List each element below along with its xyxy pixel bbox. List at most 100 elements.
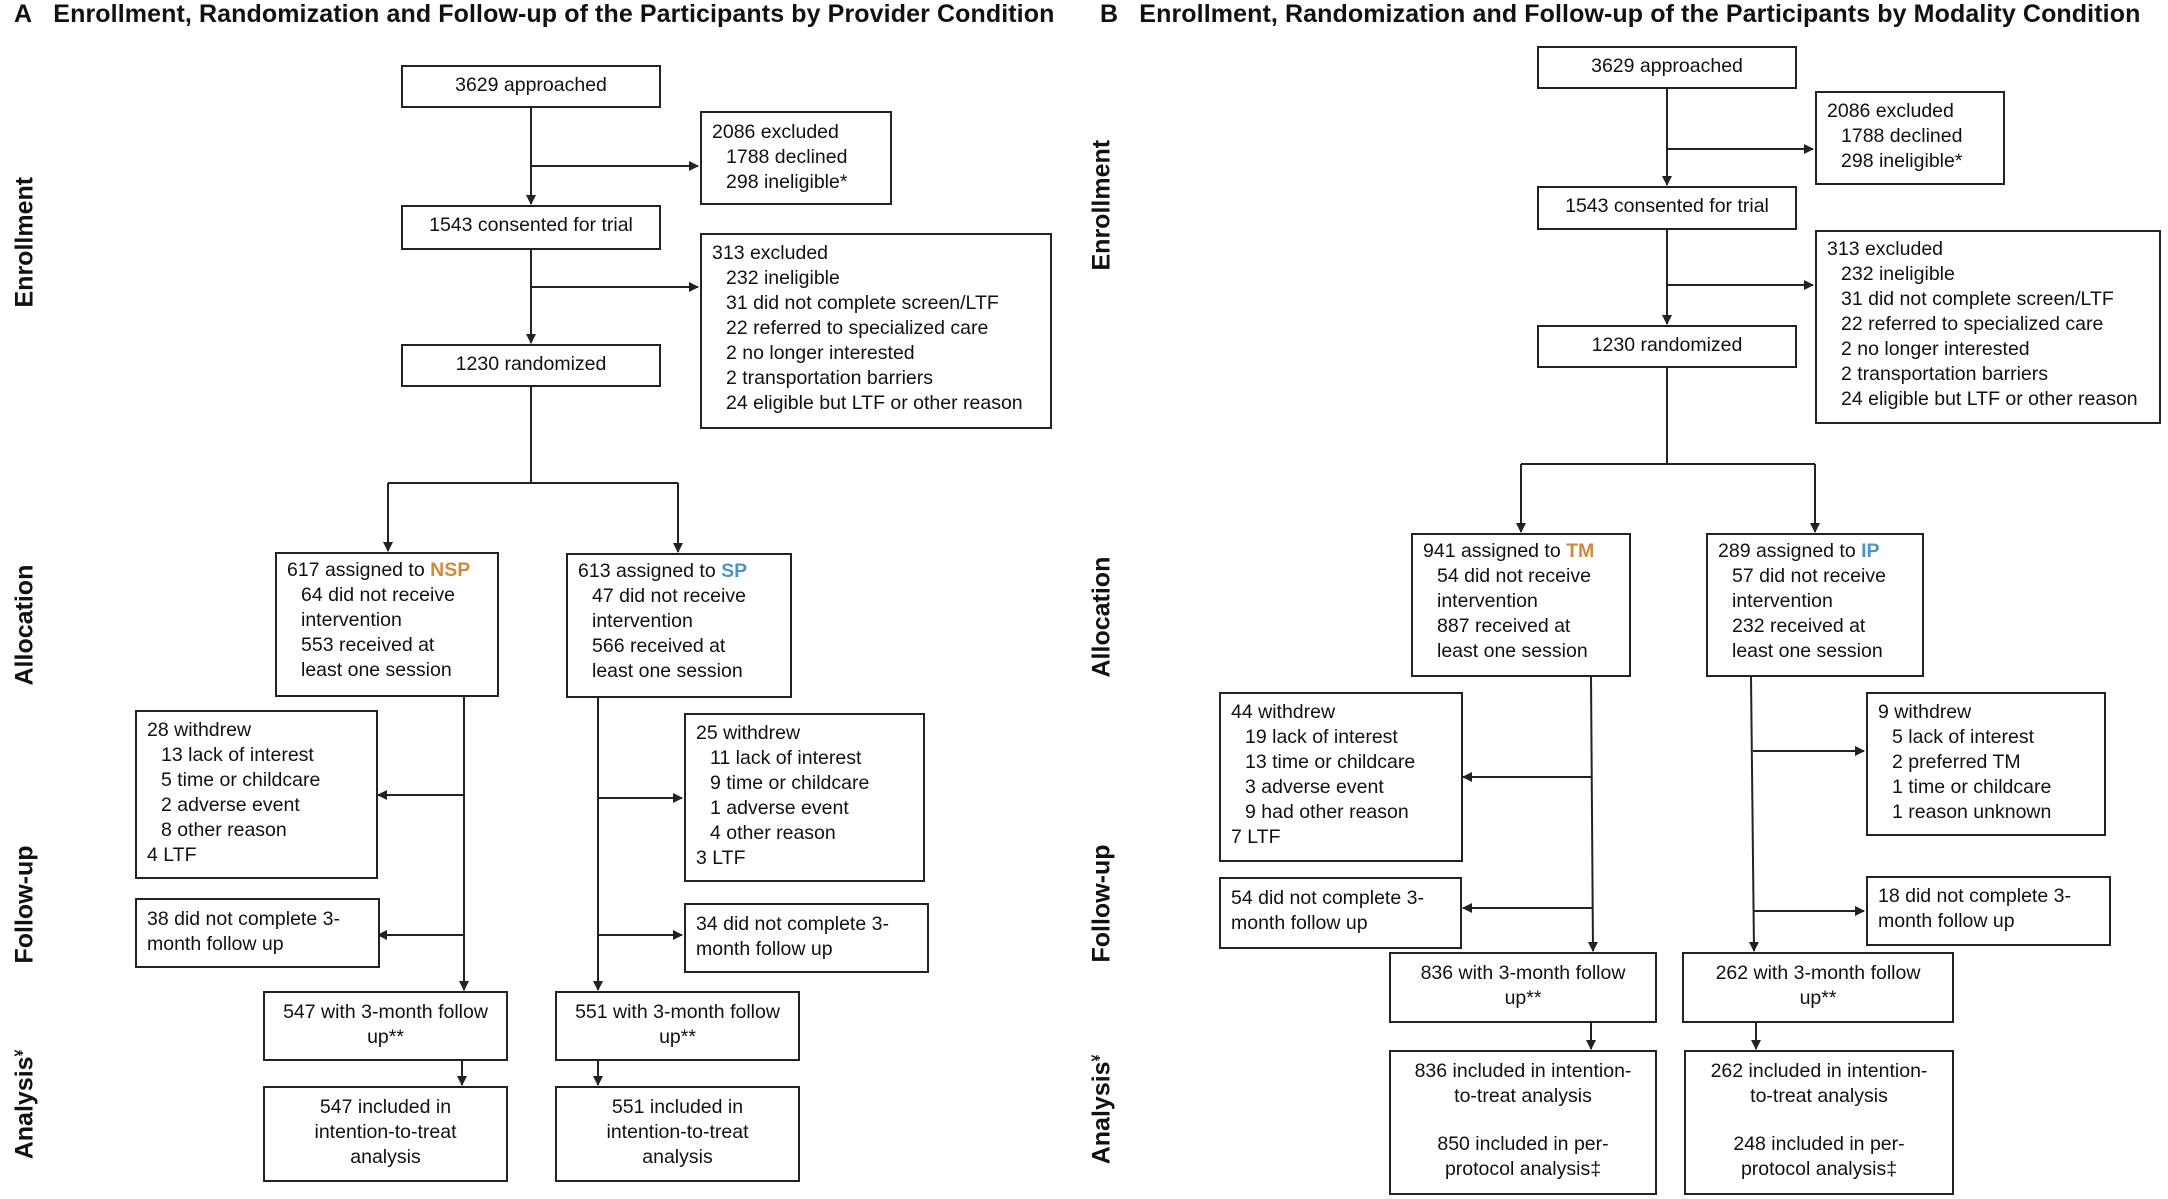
a-followup2-box: 551 with 3-month follow up** [555, 991, 800, 1061]
b-approached-box: 3629 approached [1537, 46, 1797, 89]
b-analysis1-line: 836 included in intention- [1414, 1060, 1632, 1082]
panel-a-heading: A Enrollment, Randomization and Follow-u… [14, 0, 1054, 29]
a-followup2-line: up** [659, 1026, 696, 1048]
b-analysis2-line: 248 included in per- [1733, 1133, 1905, 1155]
a-withdrew2-line: 1 adverse event [710, 797, 849, 819]
b-excluded2-line: 2 no longer interested [1841, 338, 2030, 360]
b-excluded1-box: 2086 excluded 1788 declined 298 ineligib… [1815, 91, 2005, 185]
b-withdrew2-line: 2 preferred TM [1892, 751, 2021, 773]
b-excluded2-line: 232 ineligible [1841, 263, 1955, 285]
b-arm1-label: TM [1566, 540, 1595, 562]
b-side-analysis-mark: ¥ [1089, 1054, 1104, 1062]
a-withdrew2-box: 25 withdrew 11 lack of interest 9 time o… [684, 713, 925, 882]
a-analysis1-line: 547 included in [319, 1096, 452, 1118]
a-excluded2-line: 2 transportation barriers [726, 367, 934, 389]
a-excluded2-box: 313 excluded 232 ineligible 31 did not c… [700, 233, 1052, 429]
b-arm2-line: intervention [1732, 590, 1833, 612]
a-excluded2-line: 313 excluded [712, 242, 829, 264]
b-arm1-line: intervention [1437, 590, 1538, 612]
a-arm2-label: SP [721, 560, 748, 582]
a-withdrew1-line: 5 time or childcare [161, 769, 321, 791]
b-consented-text: 1543 consented for trial [1565, 195, 1769, 217]
a-arm2-line: least one session [592, 660, 743, 682]
b-notcomplete1-box: 54 did not complete 3- month follow up [1219, 877, 1462, 949]
b-followup1-line: 836 with 3-month follow [1420, 962, 1626, 984]
b-randomized-box: 1230 randomized [1537, 325, 1797, 368]
a-consented-box: 1543 consented for trial [401, 205, 661, 250]
a-analysis1-box: 547 included in intention-to-treat analy… [263, 1086, 508, 1182]
b-notcomplete2-box: 18 did not complete 3- month follow up [1866, 876, 2111, 946]
a-withdrew2-line: 4 other reason [710, 822, 836, 844]
a-arm2-line: 47 did not receive [592, 585, 746, 607]
b-withdrew2-box: 9 withdrew 5 lack of interest 2 preferre… [1866, 692, 2106, 836]
a-followup1-line: 547 with 3-month follow [283, 1001, 488, 1023]
a-approached-box: 3629 approached [401, 65, 661, 108]
a-withdrew2-line: 9 time or childcare [710, 772, 870, 794]
a-followup1-box: 547 with 3-month follow up** [263, 991, 508, 1061]
b-excluded1-line: 1788 declined [1841, 125, 1963, 147]
b-excluded2-line: 31 did not complete screen/LTF [1841, 288, 2114, 310]
a-analysis1-line: intention-to-treat [314, 1121, 457, 1143]
b-arm2-line: least one session [1732, 640, 1883, 662]
b-withdrew2-line: 5 lack of interest [1892, 726, 2034, 748]
a-notcomplete2-line: month follow up [696, 938, 833, 960]
a-followup2-line: 551 with 3-month follow [575, 1001, 780, 1023]
b-followup2-line: up** [1799, 987, 1837, 1009]
b-excluded2-line: 24 eligible but LTF or other reason [1841, 388, 2138, 410]
a-analysis2-line: analysis [642, 1146, 713, 1168]
b-side-analysis-text: Analysis [1087, 1061, 1116, 1165]
b-analysis1-line: 850 included in per- [1437, 1133, 1609, 1155]
panel-b-title: Enrollment, Randomization and Follow-up … [1139, 0, 2141, 28]
a-side-followup: Follow-up [10, 845, 39, 964]
b-side-allocation: Allocation [1087, 556, 1116, 678]
b-side-enrollment: Enrollment [1087, 139, 1116, 271]
b-followup2-line: 262 with 3-month follow [1715, 962, 1921, 984]
b-excluded2-box: 313 excluded 232 ineligible 31 did not c… [1815, 230, 2161, 424]
b-arm2-box: 289 assigned to IP 57 did not receive in… [1706, 533, 1924, 677]
a-analysis2-line: 551 included in [611, 1096, 744, 1118]
a-arm2-box: 613 assigned to SP 47 did not receive in… [566, 553, 792, 698]
b-withdrew1-line: 9 had other reason [1245, 801, 1409, 823]
a-excluded1-box: 2086 excluded 1788 declined 298 ineligib… [700, 111, 892, 205]
b-withdrew1-line: 19 lack of interest [1245, 726, 1398, 748]
a-analysis2-box: 551 included in intention-to-treat analy… [555, 1086, 800, 1182]
b-withdrew2-line: 1 reason unknown [1892, 801, 2052, 823]
a-withdrew1-box: 28 withdrew 13 lack of interest 5 time o… [135, 710, 378, 879]
a-notcomplete1-line: 38 did not complete 3- [147, 908, 340, 930]
a-randomized-text: 1230 randomized [455, 353, 607, 375]
b-withdrew1-line: 44 withdrew [1231, 701, 1336, 723]
a-withdrew1-line: 4 LTF [147, 844, 197, 866]
b-followup1-box: 836 with 3-month follow up** [1389, 952, 1657, 1023]
a-excluded2-line: 2 no longer interested [726, 342, 915, 364]
b-analysis2-line: 262 included in intention- [1710, 1060, 1928, 1082]
panel-b-letter: B [1100, 0, 1119, 28]
a-side-enrollment: Enrollment [10, 176, 39, 308]
a-arm2-line: intervention [592, 610, 693, 632]
b-withdrew2-line: 1 time or childcare [1892, 776, 2052, 798]
b-withdrew1-line: 3 adverse event [1245, 776, 1384, 798]
b-consented-box: 1543 consented for trial [1537, 186, 1797, 230]
b-arm1-assigned: 941 assigned to [1423, 540, 1567, 562]
b-analysis2-line: to-treat analysis [1750, 1085, 1888, 1107]
a-withdrew1-line: 2 adverse event [161, 794, 300, 816]
b-notcomplete1-line: month follow up [1231, 912, 1368, 934]
a-arm2-assigned: 613 assigned to [578, 560, 722, 582]
b-analysis1-box: 836 included in intention- to-treat anal… [1389, 1050, 1657, 1195]
a-consented-text: 1543 consented for trial [429, 214, 633, 236]
b-arm1-line: least one session [1437, 640, 1588, 662]
b-arm2-assigned: 289 assigned to [1718, 540, 1862, 562]
b-followup1-line: up** [1504, 987, 1542, 1009]
b-analysis1-line: to-treat analysis [1454, 1085, 1592, 1107]
a-side-analysis-text: Analysis [10, 1056, 39, 1160]
b-side-analysis: Analysis¥ [1088, 1055, 1117, 1165]
a-side-analysis-mark: ¥ [12, 1049, 27, 1057]
b-notcomplete2-line: month follow up [1878, 910, 2015, 932]
b-withdrew1-line: 7 LTF [1231, 826, 1281, 848]
a-excluded2-line: 31 did not complete screen/LTF [726, 292, 999, 314]
a-withdrew1-line: 13 lack of interest [161, 744, 314, 766]
a-excluded1-line: 1788 declined [726, 146, 848, 168]
a-arm1-line: 553 received at [301, 634, 435, 656]
a-approached-text: 3629 approached [455, 74, 607, 96]
a-excluded2-line: 232 ineligible [726, 267, 840, 289]
b-withdrew1-line: 13 time or childcare [1245, 751, 1416, 773]
